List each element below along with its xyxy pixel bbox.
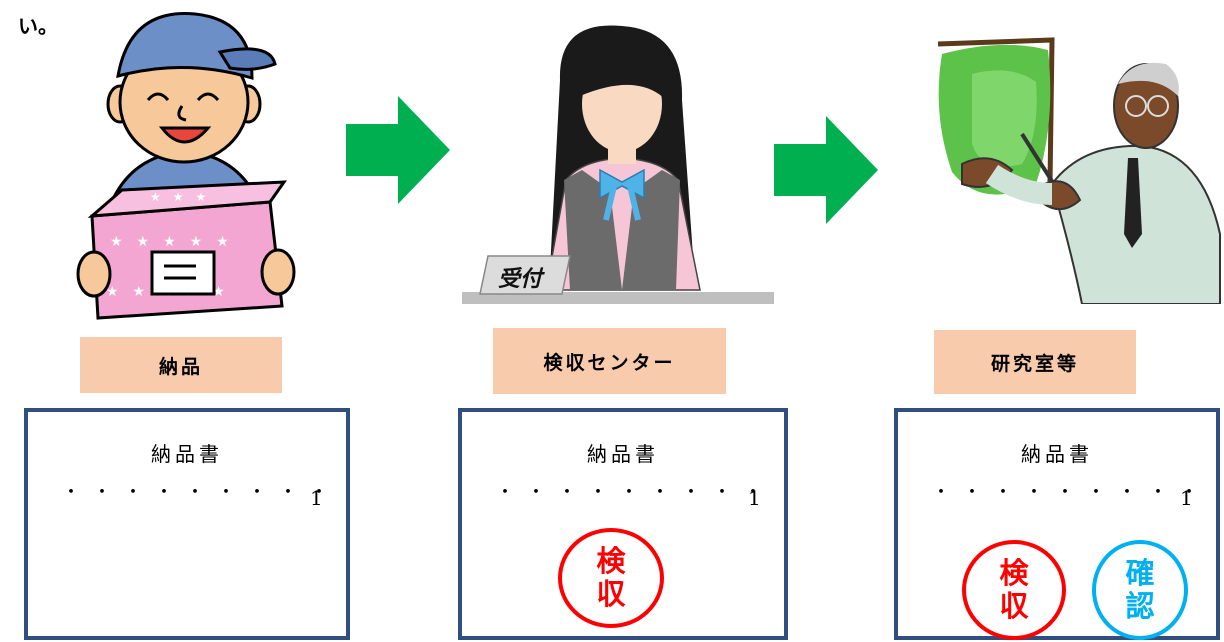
inspection-stamp: 検 収 [558, 528, 664, 628]
step-label-text: 検収センター [543, 351, 676, 374]
delivery-note-document: 納品書 ・・・・・・・・・ 1 検 収 [458, 408, 788, 640]
delivery-note-dots: ・・・・・・・・・ [62, 482, 341, 503]
reception-clerk-illustration: 受付 [462, 25, 774, 304]
delivery-note-dots: ・・・・・・・・・ [496, 482, 775, 503]
stamp-char: 認 [1125, 589, 1155, 623]
confirmation-stamp: 確 認 [1092, 540, 1188, 640]
step-label-text: 納品 [158, 355, 203, 378]
delivery-note-document: 納品書 ・・・・・・・・・ 1 検 収 確 認 [894, 408, 1220, 640]
svg-text:★ ★ ★: ★ ★ ★ [150, 190, 206, 204]
stamp-char: 検 [999, 555, 1029, 590]
arrow-shape [346, 96, 450, 204]
delivery-note-number: 1 [748, 486, 761, 510]
heading-fragment: い。 [18, 14, 58, 38]
reception-sign-text: 受付 [498, 266, 545, 292]
researcher-illustration [937, 37, 1221, 304]
svg-text:★ ★ ★ ★ ★: ★ ★ ★ ★ ★ [110, 234, 229, 250]
step-label-laboratory: 研究室等 [934, 330, 1136, 394]
step-label-delivery: 納品 [80, 337, 282, 393]
arrow-right-icon [774, 116, 878, 224]
delivery-note-document: 納品書 ・・・・・・・・・ 1 [24, 408, 350, 640]
arrow-right-icon [346, 96, 450, 204]
delivery-note-dots: ・・・・・・・・・ [932, 482, 1211, 503]
step-label-inspection-center: 検収センター [493, 328, 726, 394]
delivery-note-title: 納品書 [587, 442, 659, 466]
inspection-stamp: 検 収 [962, 540, 1066, 640]
arrow-shape [774, 116, 878, 224]
stamp-char: 検 [596, 543, 626, 578]
stamp-char: 確 [1125, 555, 1155, 590]
delivery-person-illustration: ★ ★ ★ ★ ★ ★ ★ ★ ★ ★ ★ ★ ★ [76, 12, 296, 320]
stamp-char: 収 [999, 589, 1029, 623]
delivery-note-number: 1 [1180, 486, 1193, 510]
step-label-text: 研究室等 [990, 352, 1079, 375]
delivery-note-title: 納品書 [1021, 442, 1093, 466]
delivery-note-title: 納品書 [151, 442, 223, 466]
stamp-char: 収 [596, 577, 626, 611]
delivery-note-number: 1 [310, 486, 323, 510]
